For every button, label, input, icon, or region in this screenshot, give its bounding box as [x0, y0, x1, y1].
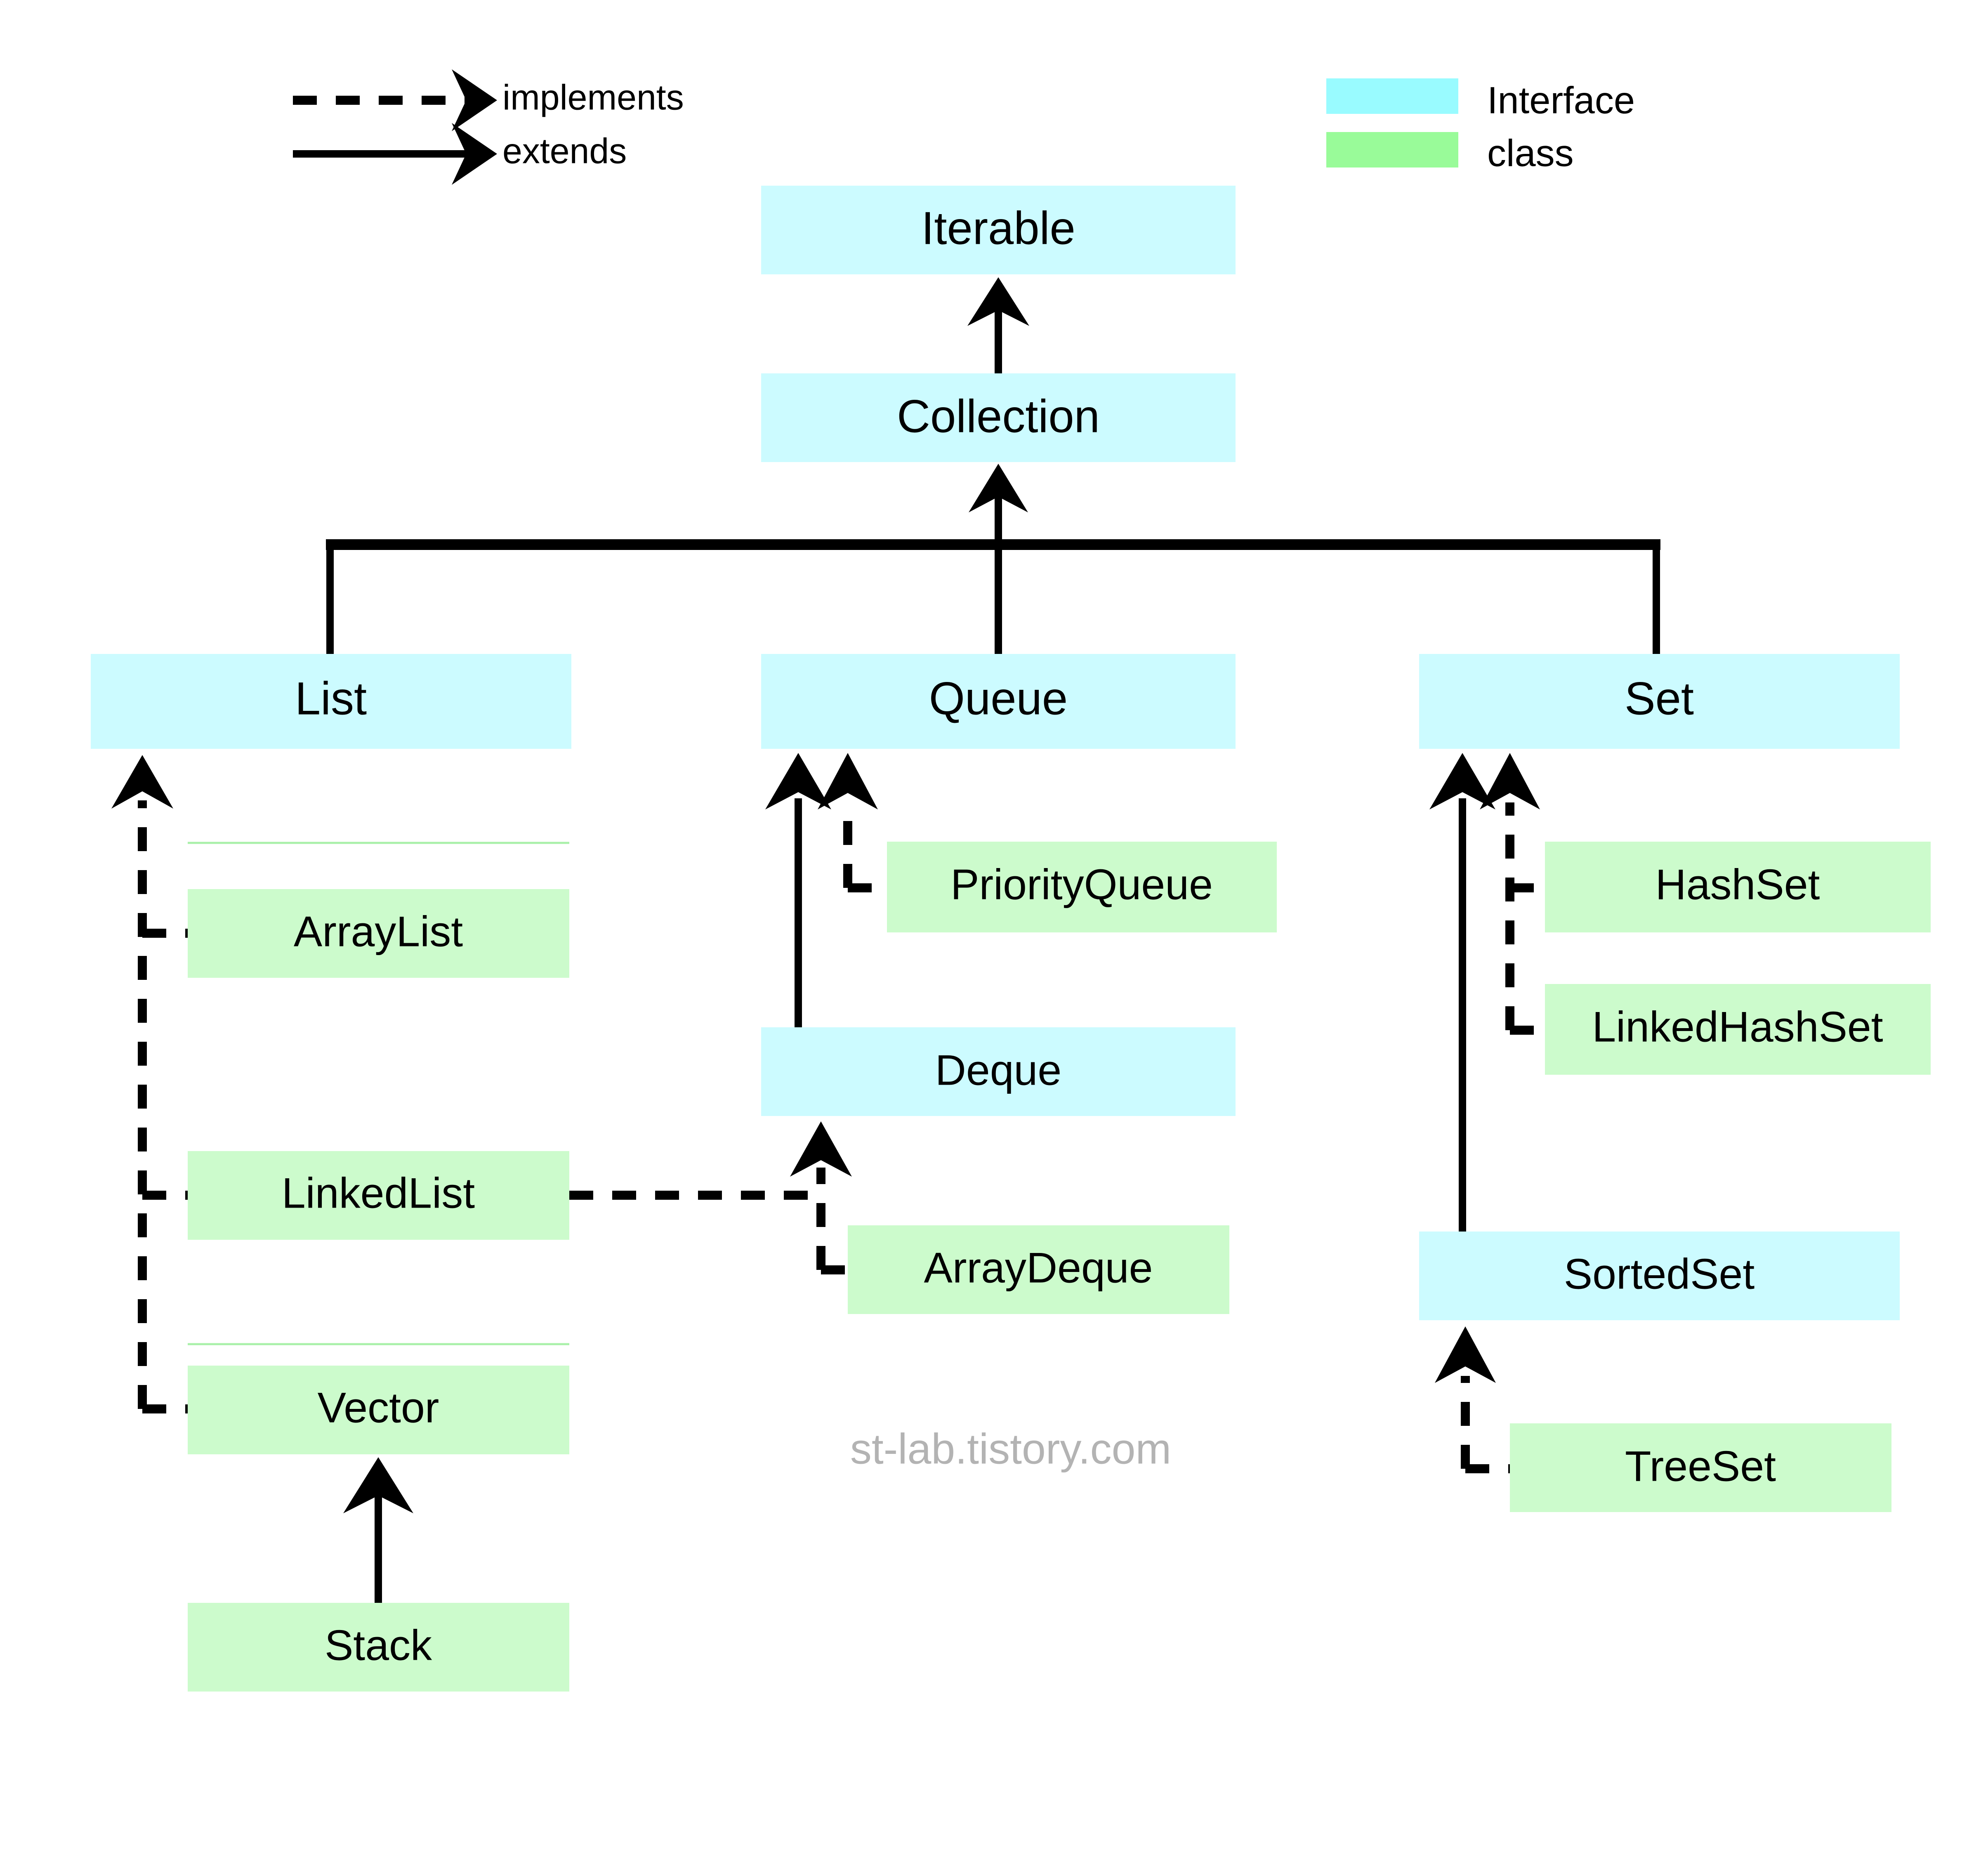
- legend-class-label: class: [1487, 132, 1574, 174]
- node-vector[interactable]: Vector: [188, 1366, 569, 1454]
- node-linkedhashset[interactable]: LinkedHashSet: [1545, 984, 1931, 1075]
- node-box[interactable]: [761, 654, 1236, 749]
- node-deque[interactable]: Deque: [761, 1027, 1236, 1116]
- node-box[interactable]: [188, 1366, 569, 1454]
- node-box[interactable]: [1419, 654, 1900, 749]
- node-box[interactable]: [1419, 1232, 1900, 1320]
- render-artifact-rules: [188, 842, 569, 1345]
- arrowhead-up-icon: [790, 1121, 852, 1177]
- node-linkedlist[interactable]: LinkedList: [188, 1151, 569, 1240]
- node-label: Vector: [318, 1384, 439, 1432]
- edge-deque-extends-queue: [765, 753, 831, 1027]
- arrowhead-up-icon: [818, 753, 878, 809]
- legend-interface-label: Interface: [1487, 79, 1635, 121]
- extends-arrowhead-icon: [452, 123, 497, 185]
- edge-collection-branch-bus: [326, 464, 1660, 654]
- node-box[interactable]: [1510, 1423, 1891, 1512]
- arrowhead-up-icon: [343, 1457, 413, 1513]
- node-sortedset[interactable]: SortedSet: [1419, 1232, 1900, 1320]
- node-stack[interactable]: Stack: [188, 1603, 569, 1692]
- arrowhead-up-icon: [765, 753, 831, 809]
- node-label: Collection: [897, 391, 1100, 442]
- node-label: Deque: [935, 1046, 1061, 1094]
- edge-sortedset-extends-set: [1429, 753, 1495, 1232]
- edge-setimpls-implements-set: [1480, 753, 1545, 1035]
- node-box[interactable]: [188, 889, 569, 978]
- node-box[interactable]: [1545, 984, 1931, 1075]
- node-label: ArrayList: [294, 908, 463, 956]
- node-list[interactable]: List: [91, 654, 571, 749]
- legend-implements-label: implements: [502, 78, 684, 118]
- node-label: ArrayDeque: [924, 1244, 1153, 1292]
- node-treeset[interactable]: TreeSet: [1510, 1423, 1891, 1512]
- node-label: Iterable: [921, 203, 1075, 254]
- node-iterable[interactable]: Iterable: [761, 186, 1236, 274]
- node-box[interactable]: [887, 842, 1277, 932]
- arrowhead-up-icon: [111, 755, 173, 809]
- node-label: Stack: [325, 1621, 432, 1669]
- edge-priorityqueue-implements-queue: [818, 753, 887, 892]
- node-set[interactable]: Set: [1419, 654, 1900, 749]
- node-box[interactable]: [188, 1603, 569, 1692]
- node-box[interactable]: [761, 1027, 1236, 1116]
- edge-dequeimpls-implements-deque: [569, 1121, 852, 1274]
- implements-arrowhead-icon: [452, 69, 497, 131]
- node-label: HashSet: [1655, 861, 1820, 908]
- legend-interface-swatch: [1326, 78, 1458, 114]
- edge-listimpls-implements-list: [111, 755, 188, 1413]
- node-priorityqueue[interactable]: PriorityQueue: [887, 842, 1277, 932]
- arrowhead-up-icon: [1480, 753, 1540, 809]
- node-label: Set: [1625, 673, 1694, 724]
- edge-stack-extends-vector: [343, 1457, 413, 1603]
- node-box[interactable]: [761, 186, 1236, 274]
- node-label: List: [295, 673, 367, 724]
- node-box[interactable]: [848, 1225, 1229, 1314]
- node-box[interactable]: [1545, 842, 1931, 932]
- node-label: Queue: [929, 673, 1068, 724]
- node-label: SortedSet: [1564, 1250, 1755, 1298]
- watermark-text: st-lab.tistory.com: [850, 1425, 1171, 1473]
- node-box[interactable]: [91, 654, 571, 749]
- legend-extends-row: extends: [293, 123, 627, 185]
- node-label: TreeSet: [1625, 1442, 1776, 1490]
- edge-collection-extends-iterable: [967, 277, 1029, 373]
- arrowhead-up-icon: [1429, 753, 1495, 809]
- legend-extends-label: extends: [502, 132, 627, 171]
- arrowhead-up-icon: [1435, 1326, 1496, 1383]
- node-collection[interactable]: Collection: [761, 373, 1236, 462]
- edge-treeset-implements-sortedset: [1435, 1326, 1510, 1473]
- node-box[interactable]: [188, 1151, 569, 1240]
- legend-interface-row: Interface: [1326, 78, 1635, 121]
- node-box[interactable]: [761, 373, 1236, 462]
- node-arraydeque[interactable]: ArrayDeque: [848, 1225, 1229, 1314]
- node-queue[interactable]: Queue: [761, 654, 1236, 749]
- node-label: PriorityQueue: [950, 861, 1213, 908]
- legend-implements-row: implements: [293, 69, 684, 131]
- arrowhead-up-icon: [967, 277, 1029, 326]
- node-label: LinkedHashSet: [1592, 1003, 1883, 1051]
- legend-types: Interface class: [1326, 78, 1635, 174]
- legend-class-swatch: [1326, 132, 1458, 168]
- legend-class-row: class: [1326, 132, 1574, 174]
- node-label: LinkedList: [282, 1169, 475, 1217]
- node-arraylist[interactable]: ArrayList: [188, 889, 569, 978]
- node-hashset[interactable]: HashSet: [1545, 842, 1931, 932]
- legend-relations: implements extends: [293, 69, 684, 185]
- arrowhead-up-icon: [969, 464, 1028, 512]
